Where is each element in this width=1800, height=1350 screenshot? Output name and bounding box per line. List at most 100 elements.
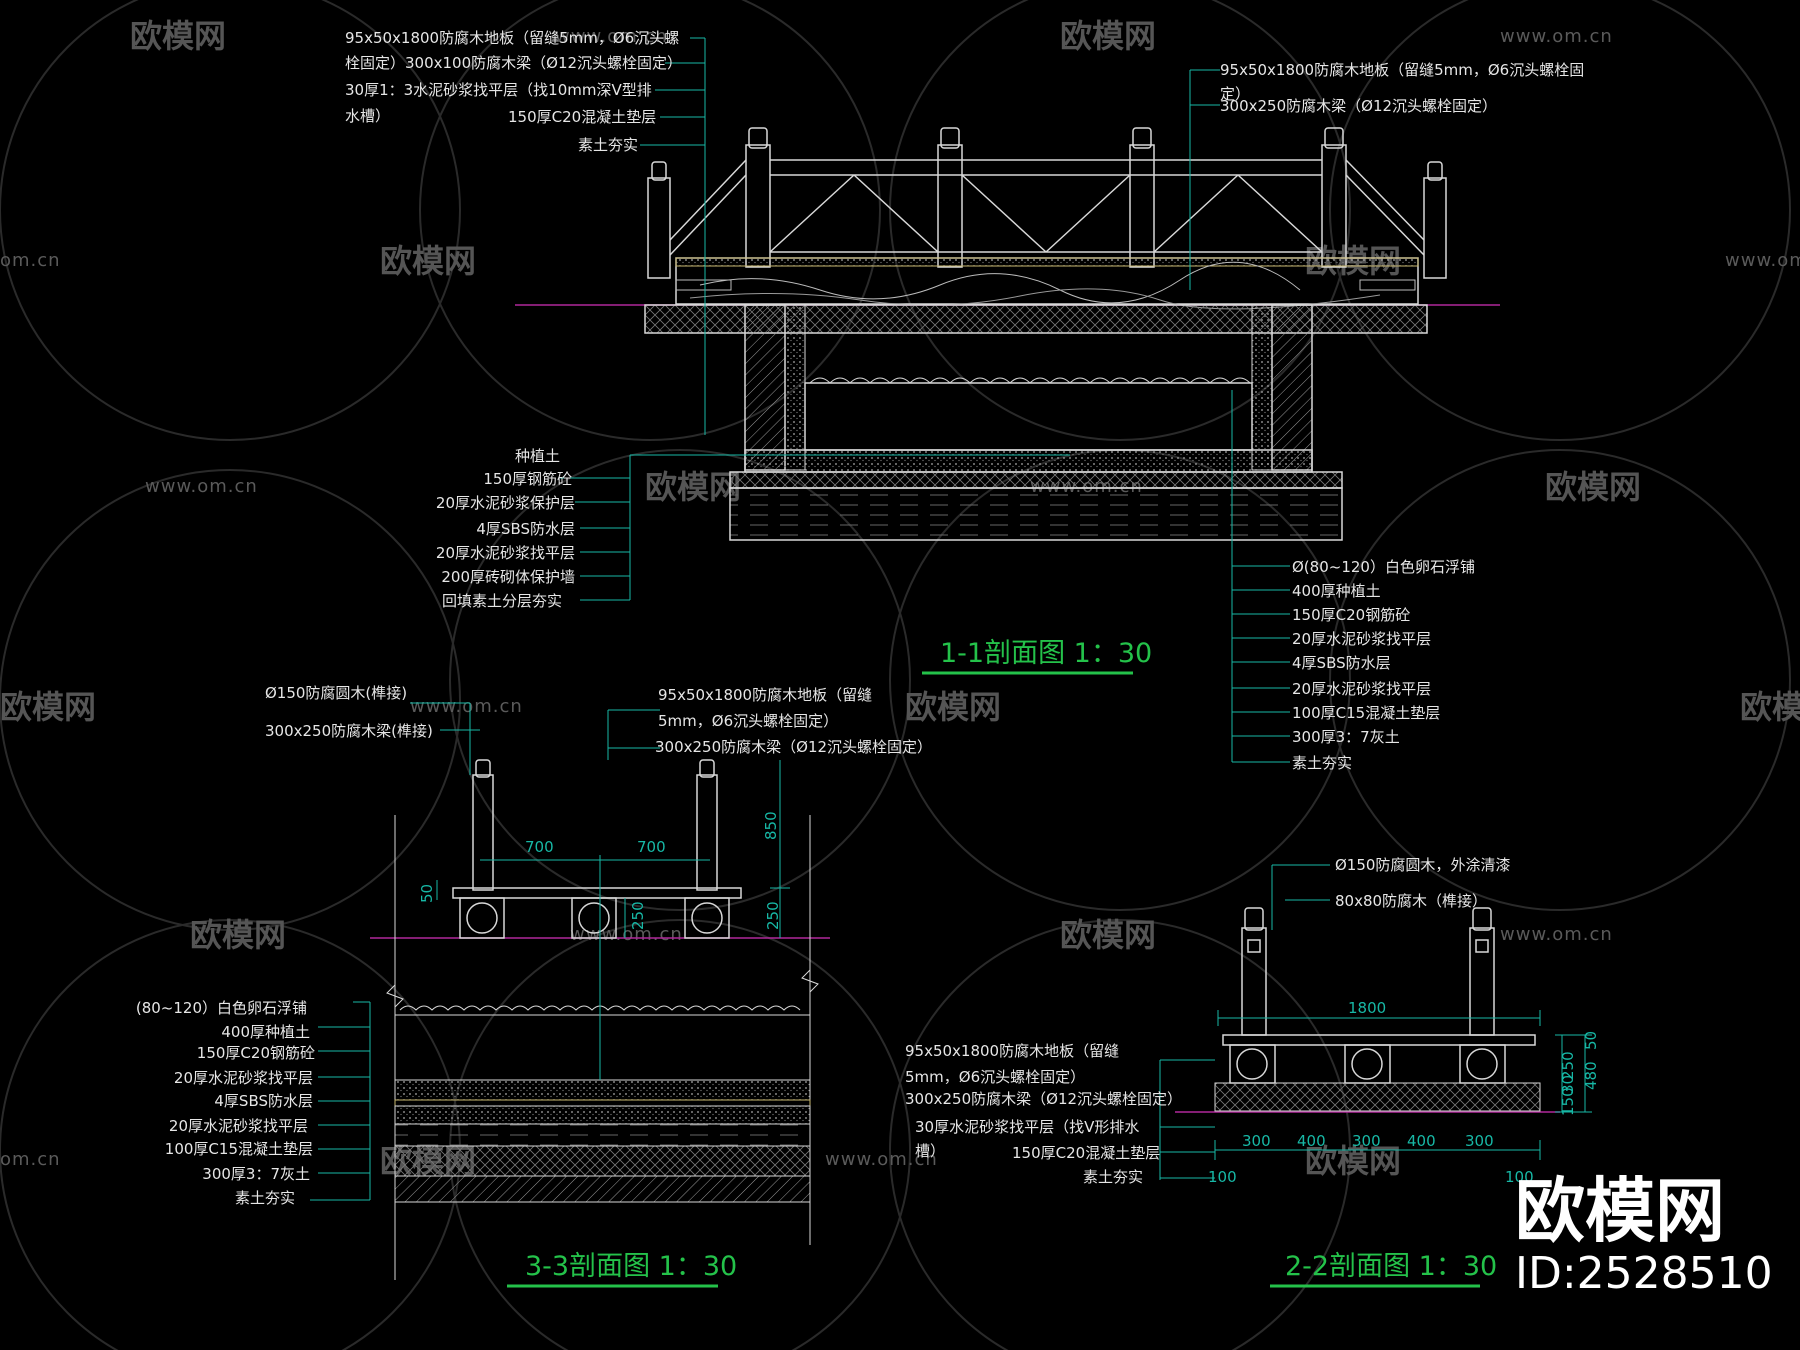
corner-brand-name: 欧模网: [1515, 1170, 1725, 1252]
note-line: 95x50x1800防腐木地板（留缝5mm，Ø6沉头螺: [345, 29, 679, 47]
watermark-brand: 欧模网: [645, 468, 741, 506]
section-1-top-right-notes: 95x50x1800防腐木地板（留缝5mm，Ø6沉头螺栓固 定） 300x250…: [1220, 61, 1584, 115]
dim-span-b: 700: [637, 838, 666, 856]
watermark-url: www.om.cn: [1725, 250, 1800, 271]
dim-bottom: 400: [1407, 1132, 1436, 1150]
note-line: 95x50x1800防腐木地板（留缝5mm，Ø6沉头螺栓固: [1220, 61, 1584, 79]
note-line: 20厚水泥砂浆找平层: [169, 1117, 308, 1135]
dim-bottom: 300: [1242, 1132, 1271, 1150]
dim-span-a: 700: [525, 838, 554, 856]
note-line: 4厚SBS防水层: [476, 520, 575, 538]
watermark-brand: 欧模网: [1305, 1142, 1401, 1180]
dim-bottom: 300: [1352, 1132, 1381, 1150]
watermark-brand: 欧模网: [1060, 17, 1156, 55]
watermark-url: www.om.cn: [1500, 924, 1613, 945]
note-line: 素土夯实: [235, 1189, 295, 1207]
watermark-brand: 欧模网: [1060, 916, 1156, 954]
section-1-title: 1-1剖面图 1：30: [940, 638, 1152, 669]
note-line: 30厚水泥砂浆找平层（找V形排水: [915, 1118, 1139, 1136]
section-2-notes: Ø150防腐圆木，外涂清漆 80x80防腐木（榫接） 95x50x1800防腐木…: [905, 856, 1510, 1186]
note-line: 95x50x1800防腐木地板（留缝: [658, 686, 872, 704]
corner-brand-id: ID:2528510: [1515, 1248, 1773, 1299]
dim-right-a: 250: [1559, 1051, 1577, 1080]
note-line: 150厚C20混凝土垫层: [1012, 1144, 1160, 1162]
note-line: 400厚种植土: [1292, 582, 1381, 600]
section-3-dims: 700 700 850 50 250 250: [418, 811, 782, 930]
watermark-brand: 欧模网: [190, 916, 286, 954]
watermark-url-partial: om.cn: [0, 1149, 61, 1170]
watermark-texts: 欧模网 欧模网 www.om.cn www.om.cn om.cn 欧模网 欧模…: [0, 17, 1800, 1180]
section-2-drawing: [1159, 864, 1592, 1288]
section-2-dims: 1800 300 400 300 400 300 100 100 250 50 …: [1208, 999, 1600, 1186]
note-line: 200厚砖砌体保护墙: [441, 568, 575, 586]
note-line: Ø(80~120）白色卵石浮铺: [1292, 558, 1475, 576]
note-line: 100厚C15混凝土垫层: [165, 1140, 313, 1158]
watermark-url: www.om.cn: [555, 26, 668, 47]
note-line: 5mm，Ø6沉头螺栓固定）: [658, 712, 838, 730]
section-1-right-pond-notes: Ø(80~120）白色卵石浮铺 400厚种植土 150厚C20钢筋砼 20厚水泥…: [1292, 558, 1475, 772]
note-line: 300厚3：7灰土: [1292, 728, 1400, 746]
note-line: (80~120）白色卵石浮铺: [136, 999, 307, 1017]
note-line: 栓固定）300x100防腐木梁（Ø12沉头螺栓固定）: [345, 54, 682, 72]
watermark-url: www.om.cn: [410, 696, 523, 717]
dim-right-b: 50: [1582, 1031, 1600, 1050]
watermark-url: www.om.cn: [825, 1149, 938, 1170]
dim-bottom: 400: [1297, 1132, 1326, 1150]
watermark-brand: 欧模网: [380, 242, 476, 280]
pebbles: [809, 377, 1251, 384]
dim-edge-right: 100: [1505, 1168, 1534, 1186]
note-line: 回填素土分层夯实: [442, 592, 562, 610]
dim-post-height: 850: [762, 811, 780, 840]
note-line: Ø150防腐圆木(榫接): [265, 684, 407, 702]
note-line: 300x250防腐木梁（Ø12沉头螺栓固定）: [905, 1090, 1182, 1108]
note-line: 水槽）: [345, 107, 390, 125]
section-1-top-left-notes: 95x50x1800防腐木地板（留缝5mm，Ø6沉头螺 栓固定）300x100防…: [345, 29, 682, 154]
note-line: 定）: [1220, 85, 1250, 103]
note-line: 300x250防腐木梁（Ø12沉头螺栓固定）: [655, 738, 932, 756]
note-line: 素土夯实: [578, 136, 638, 154]
watermark-url: www.om.cn: [1500, 26, 1613, 47]
watermark-brand-partial: 欧模网: [0, 688, 96, 726]
watermark-url: www.om.cn: [145, 476, 258, 497]
watermark-url-partial: om.cn: [0, 250, 61, 271]
note-line: 素土夯实: [1292, 754, 1352, 772]
dim-edge-left: 100: [1208, 1168, 1237, 1186]
section-2-title: 2-2剖面图 1：30: [1285, 1251, 1497, 1282]
note-line: 槽）: [915, 1142, 945, 1160]
note-line: 400厚种植土: [221, 1023, 310, 1041]
note-line: 4厚SBS防水层: [214, 1092, 313, 1110]
note-line: 20厚水泥砂浆找平层: [1292, 630, 1431, 648]
note-line: 20厚水泥砂浆找平层: [174, 1069, 313, 1087]
note-line: 4厚SBS防水层: [1292, 654, 1391, 672]
note-line: 150厚C20钢筋砼: [1292, 606, 1410, 624]
note-line: 100厚C15混凝土垫层: [1292, 704, 1440, 722]
note-line: Ø150防腐圆木，外涂清漆: [1335, 856, 1510, 874]
watermark-brand: 欧模网: [130, 17, 226, 55]
note-line: 95x50x1800防腐木地板（留缝: [905, 1042, 1119, 1060]
watermark-brand: 欧模网: [905, 688, 1001, 726]
watermark-brand-partial: 欧模: [1740, 688, 1800, 726]
note-line: 300x250防腐木梁（Ø12沉头螺栓固定）: [1220, 97, 1497, 115]
watermark-url: www.om.cn: [570, 924, 683, 945]
section-3-notes: Ø150防腐圆木(榫接) 300x250防腐木梁(榫接) 95x50x1800防…: [265, 684, 932, 756]
note-line: 150厚C20钢筋砼: [197, 1044, 315, 1062]
note-line: 素土夯实: [1083, 1168, 1143, 1186]
section-1-left-wall-notes: 种植土 150厚钢筋砼 20厚水泥砂浆保护层 4厚SBS防水层 20厚水泥砂浆找…: [436, 447, 575, 610]
note-line: 150厚钢筋砼: [483, 470, 572, 488]
dim-beam-a: 250: [629, 901, 647, 930]
note-line: 150厚C20混凝土垫层: [508, 108, 656, 126]
dim-right-c: 480: [1582, 1061, 1600, 1090]
section-3-title: 3-3剖面图 1：30: [525, 1251, 737, 1282]
note-line: 300x250防腐木梁(榫接): [265, 722, 433, 740]
note-line: 5mm，Ø6沉头螺栓固定）: [905, 1068, 1085, 1086]
watermark-brand: 欧模网: [1545, 468, 1641, 506]
note-line: 20厚水泥砂浆找平层: [436, 544, 575, 562]
section-3-layer-notes: (80~120）白色卵石浮铺 400厚种植土 150厚C20钢筋砼 20厚水泥砂…: [136, 999, 315, 1207]
dim-right-d: 150: [1559, 1087, 1577, 1116]
note-line: 300厚3：7灰土: [202, 1165, 310, 1183]
dim-bottom: 300: [1465, 1132, 1494, 1150]
section-3-drawing: [310, 702, 830, 1288]
dim-right-e: 30: [1559, 1075, 1577, 1094]
note-line: 20厚水泥砂浆找平层: [1292, 680, 1431, 698]
